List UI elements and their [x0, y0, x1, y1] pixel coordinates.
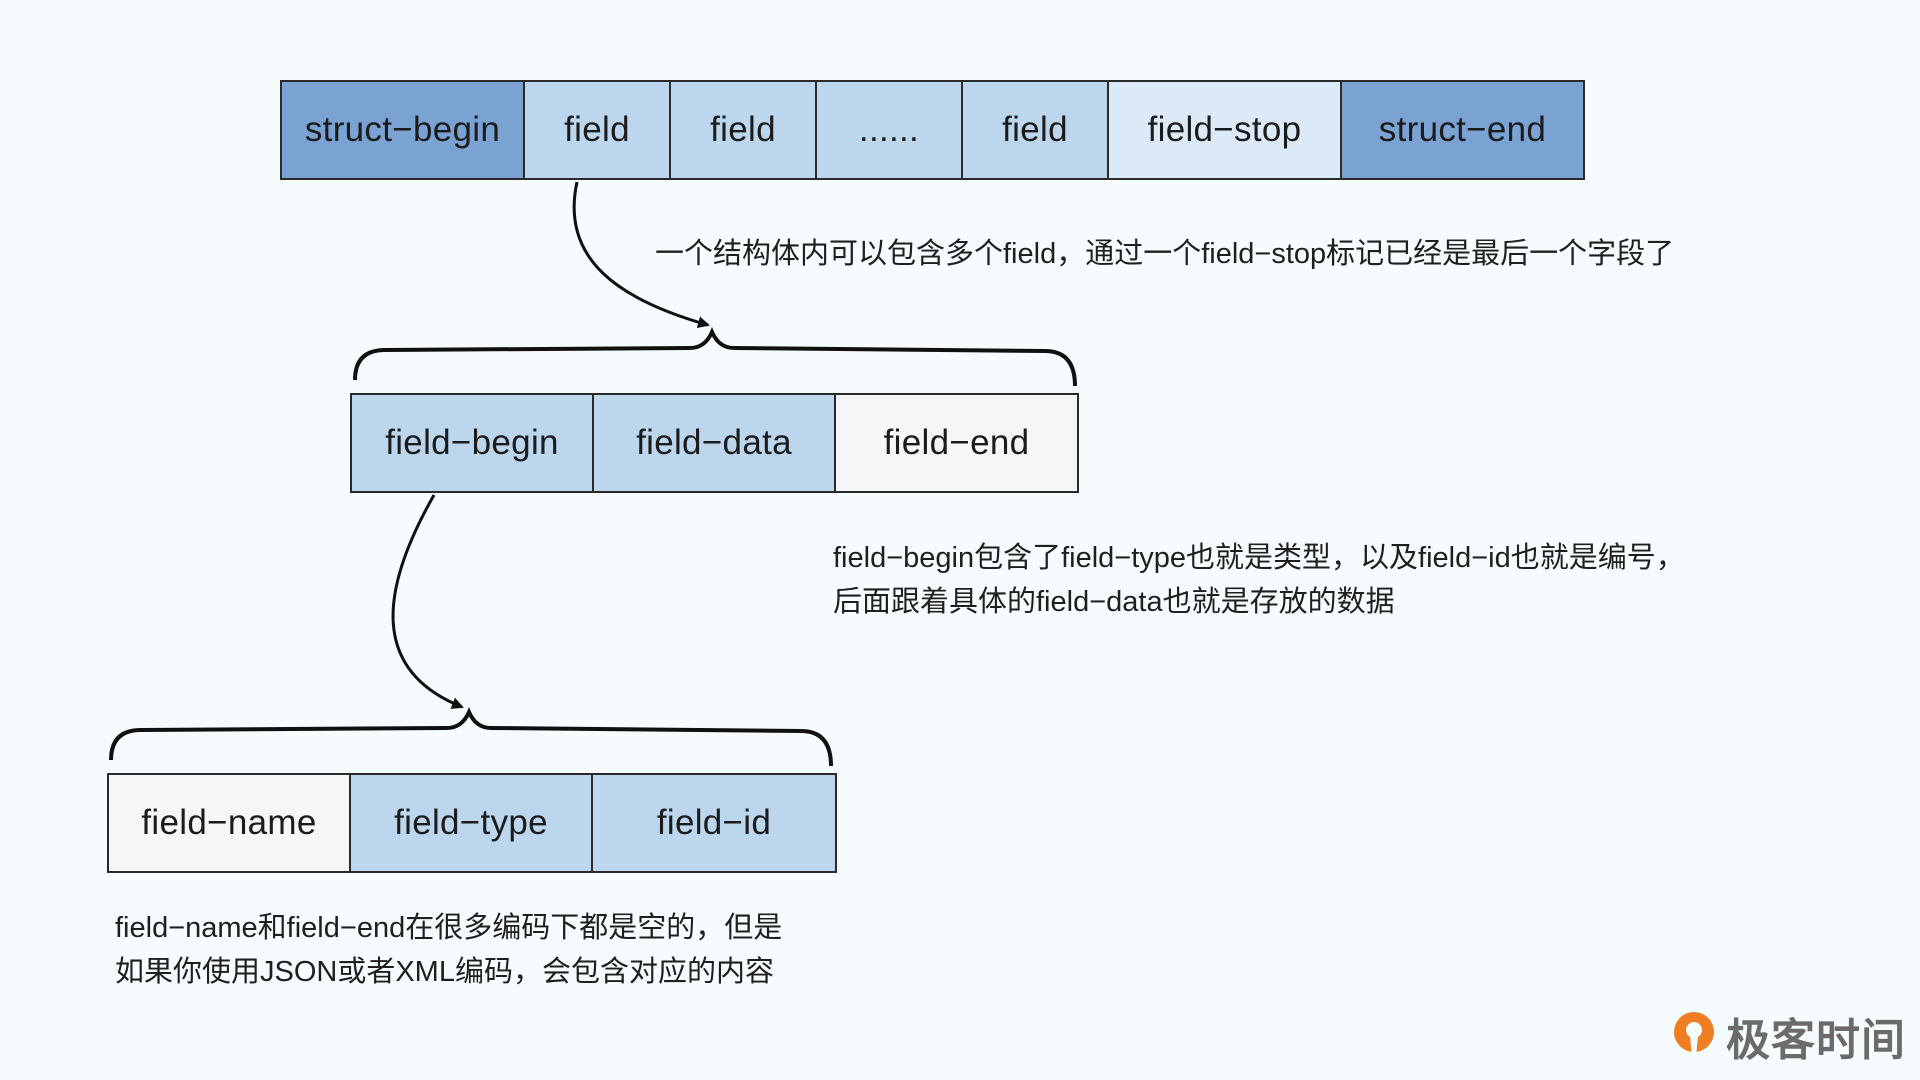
brace-begin-row — [109, 707, 833, 767]
struct-note: 一个结构体内可以包含多个field，通过一个field−stop标记已经是最后一… — [655, 238, 1675, 270]
field-id-cell: field−id — [593, 775, 835, 871]
brace-field-row — [353, 327, 1077, 387]
struct-end-cell: struct−end — [1342, 82, 1583, 178]
struct-row: struct−begin field field ...... field fi… — [280, 80, 1585, 180]
field-data-cell: field−data — [594, 395, 836, 491]
brand-name: 极客时间 — [1726, 1016, 1906, 1065]
geektime-logo-icon — [1674, 1012, 1714, 1060]
field-type-cell: field−type — [351, 775, 593, 871]
ellipsis-cell: ...... — [817, 82, 963, 178]
field-begin-cell: field−begin — [352, 395, 594, 491]
field-begin-row: field−name field−type field−id — [107, 773, 837, 873]
field-note-line-1: field−begin包含了field−type也就是类型，以及field−id… — [833, 542, 1685, 574]
field-note: field−begin包含了field−type也就是类型，以及field−id… — [833, 536, 1685, 624]
field-note-line-2: 后面跟着具体的field−data也就是存放的数据 — [833, 586, 1395, 618]
field-cell: field — [671, 82, 817, 178]
begin-note-line-2: 如果你使用JSON或者XML编码，会包含对应的内容 — [115, 956, 774, 988]
field-name-cell: field−name — [109, 775, 351, 871]
begin-note: field−name和field−end在很多编码下都是空的，但是 如果你使用J… — [115, 906, 782, 994]
begin-note-line-1: field−name和field−end在很多编码下都是空的，但是 — [115, 912, 783, 944]
brand-logo: 极客时间 — [1668, 1004, 1906, 1068]
field-end-cell: field−end — [836, 395, 1077, 491]
field-cell: field — [963, 82, 1109, 178]
field-stop-cell: field−stop — [1109, 82, 1342, 178]
field-row: field−begin field−data field−end — [350, 393, 1079, 493]
struct-begin-cell: struct−begin — [282, 82, 525, 178]
arrow-field-begin-to-begin-row — [391, 494, 464, 709]
field-cell: field — [525, 82, 671, 178]
